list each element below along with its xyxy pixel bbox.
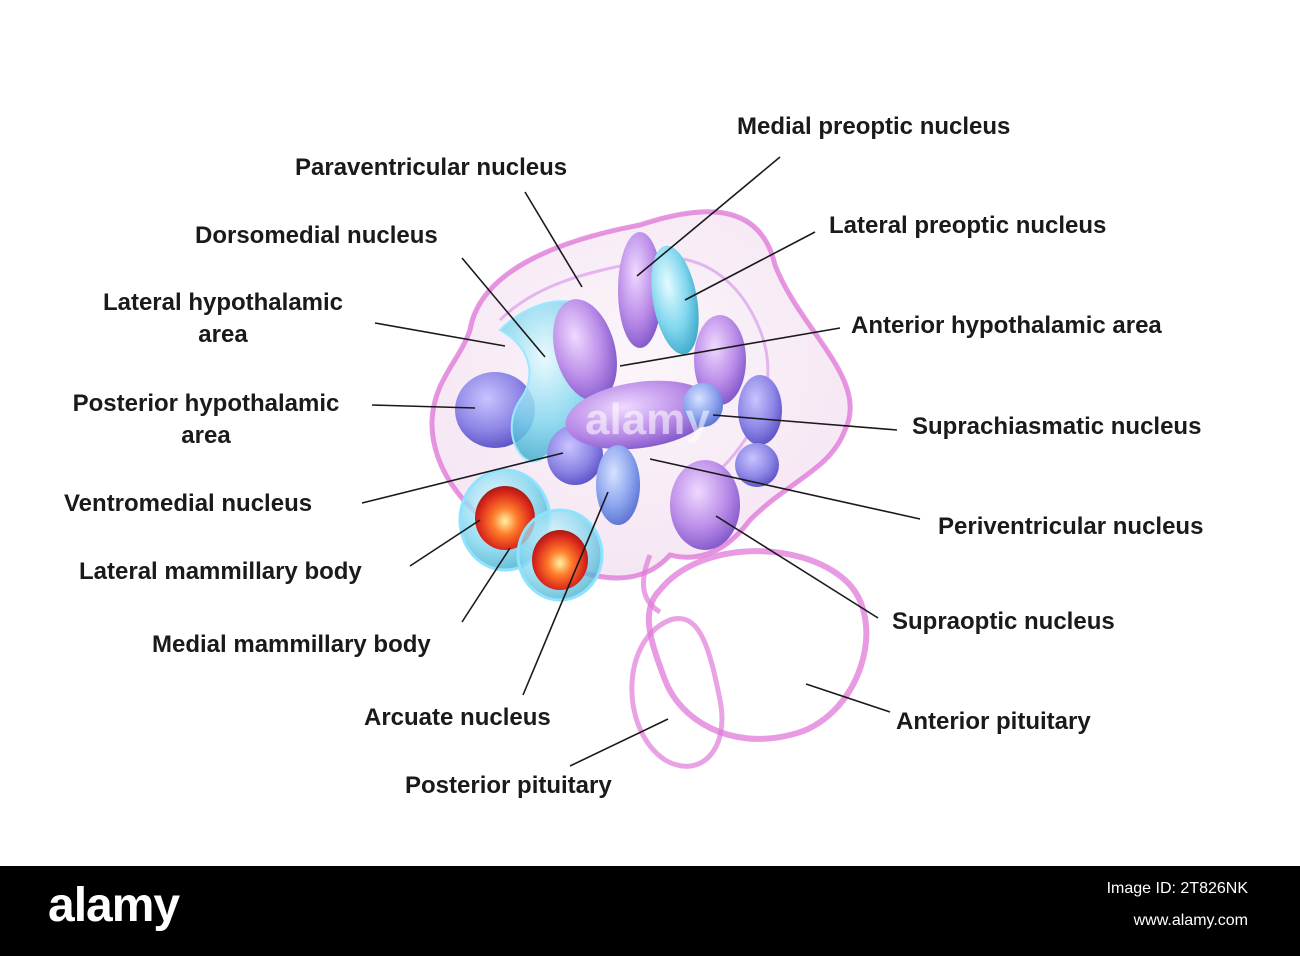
leader-arcuate [522, 491, 609, 696]
leader-periventricular [649, 458, 921, 520]
site-url: www.alamy.com [1133, 912, 1248, 929]
hypothalamus-illustration [361, 156, 921, 769]
lateral-mammillary-core [475, 486, 535, 550]
leader-anterior-pituitary [805, 683, 891, 713]
paraventricular-shape [553, 299, 617, 401]
anterior-hypothalamic-shape [694, 315, 746, 405]
suprachiasmatic-shape [683, 383, 723, 427]
label-supraoptic-nucleus: Supraoptic nucleus [892, 608, 1115, 635]
lateral-nucleus-shape [738, 375, 782, 445]
label-lateral-hypothalamic-area: Lateral hypothalamic area [80, 287, 366, 351]
image-id-text: Image ID: 2T826NK [1106, 880, 1248, 897]
label-paraventricular-nucleus: Paraventricular nucleus [295, 154, 568, 181]
leader-medial-mammillary [461, 547, 511, 623]
lateral-preoptic-shape [651, 245, 699, 355]
leader-posterior-pituitary [569, 718, 669, 767]
leader-dorsomedial [461, 257, 546, 358]
label-posterior-hypothalamic-line1: Posterior hypothalamic [72, 390, 340, 417]
leader-lateral-mammillary [409, 519, 481, 567]
leader-posterior-hypothalamic [371, 404, 476, 409]
watermark: alamy [585, 395, 710, 444]
leader-paraventricular [524, 191, 583, 288]
label-posterior-hypothalamic-line2: area [181, 422, 231, 449]
arcuate-shape [596, 445, 640, 525]
stock-footer: alamy Image ID: 2T826NK www.alamy.com [0, 866, 1300, 956]
leader-supraoptic [715, 515, 879, 619]
leader-lateral-preoptic [684, 231, 816, 301]
label-medial-preoptic-nucleus: Medial preoptic nucleus [737, 113, 1011, 140]
label-lateral-preoptic-nucleus: Lateral preoptic nucleus [829, 212, 1107, 239]
label-posterior-pituitary: Posterior pituitary [405, 772, 612, 799]
label-lateral-mammillary-body: Lateral mammillary body [79, 558, 362, 585]
label-posterior-hypothalamic-area: Posterior hypothalamic area [48, 388, 364, 452]
label-ventromedial-nucleus: Ventromedial nucleus [64, 490, 313, 517]
pituitary-stalk [640, 554, 662, 615]
leader-lines [361, 156, 921, 767]
posterior-pituitary-shape [629, 616, 725, 769]
leader-ventromedial [361, 452, 564, 504]
anterior-pituitary-shape [645, 548, 870, 742]
label-medial-mammillary-body: Medial mammillary body [152, 631, 431, 658]
small-nucleus-shape [735, 443, 779, 487]
leader-suprachiasmatic [712, 414, 898, 431]
label-arcuate-nucleus: Arcuate nucleus [364, 704, 551, 731]
label-anterior-pituitary: Anterior pituitary [896, 708, 1091, 735]
alamy-logo: alamy [48, 879, 180, 932]
label-lateral-hypothalamic-line1: Lateral hypothalamic [102, 289, 344, 316]
supraoptic-shape [670, 460, 740, 550]
label-periventricular-nucleus: Periventricular nucleus [938, 513, 1204, 540]
label-suprachiasmatic-nucleus: Suprachiasmatic nucleus [912, 413, 1202, 440]
leader-lateral-hypothalamic [374, 322, 506, 347]
leader-medial-preoptic [636, 156, 781, 277]
label-dorsomedial-nucleus: Dorsomedial nucleus [195, 222, 438, 249]
periventricular-shape [565, 380, 715, 450]
label-anterior-hypothalamic-area: Anterior hypothalamic area [851, 312, 1162, 339]
medial-preoptic-shape [618, 232, 662, 348]
leader-anterior-hypothalamic [619, 327, 841, 367]
label-lateral-hypothalamic-line2: area [198, 321, 248, 348]
